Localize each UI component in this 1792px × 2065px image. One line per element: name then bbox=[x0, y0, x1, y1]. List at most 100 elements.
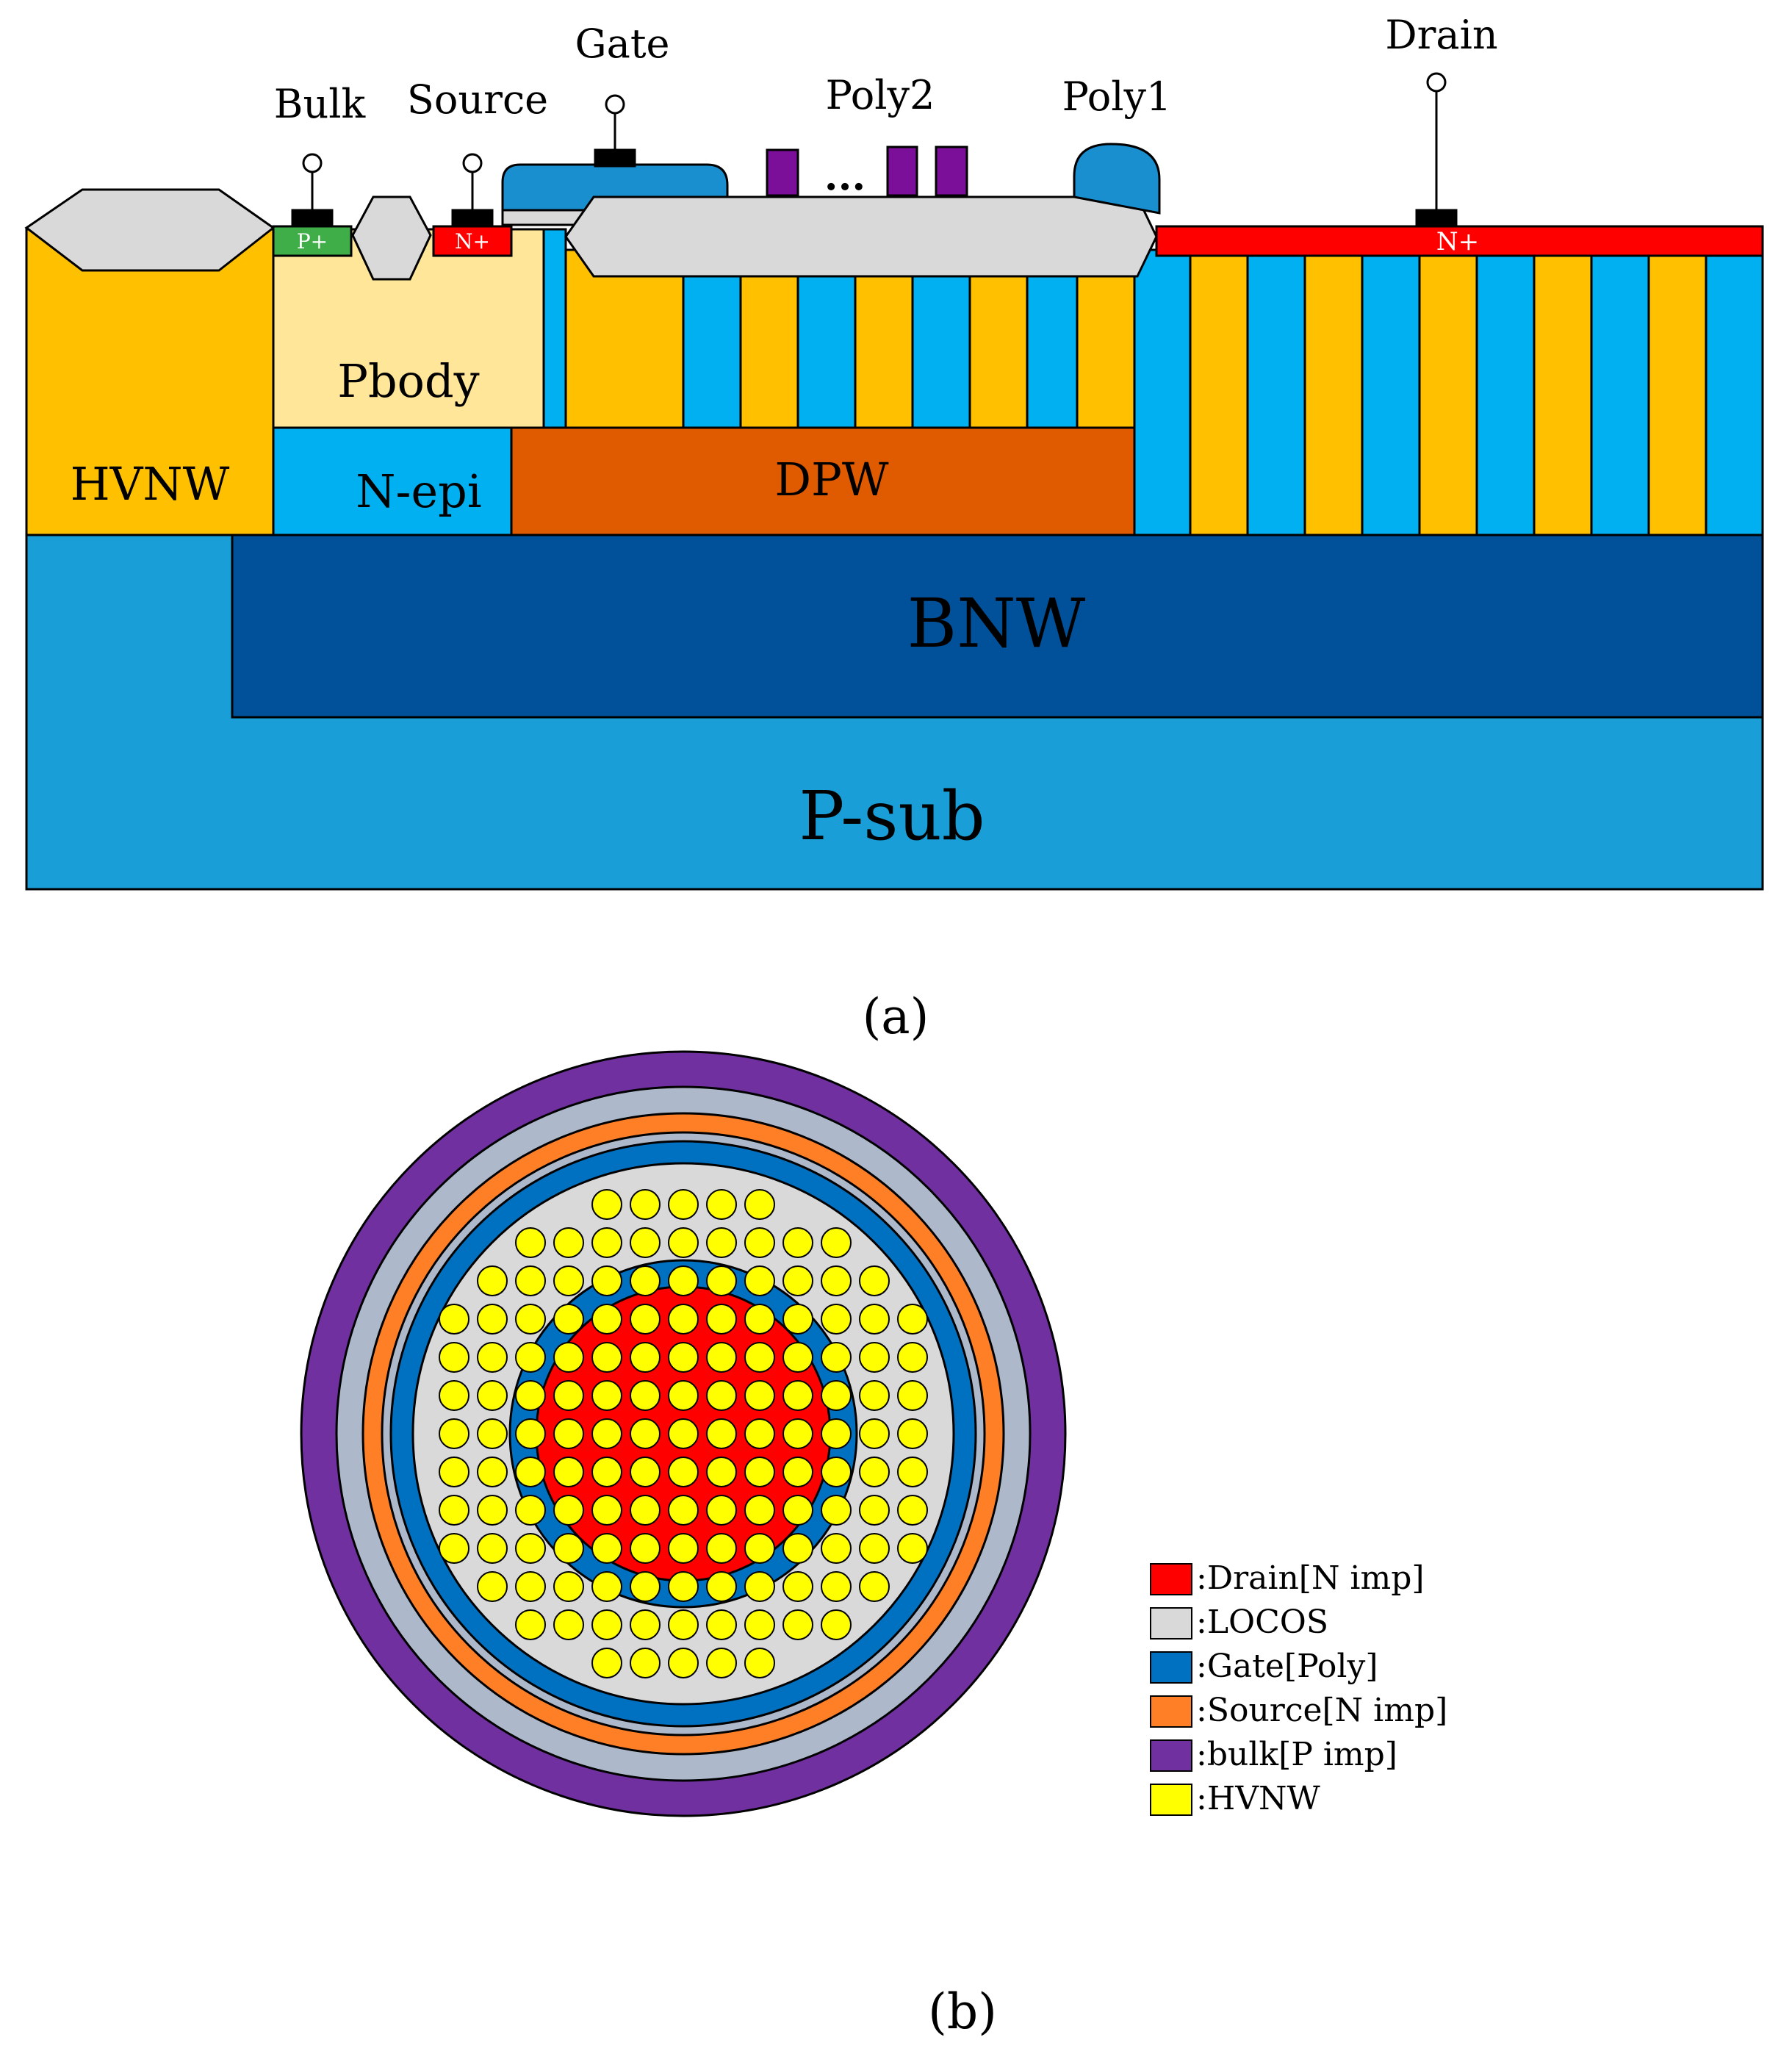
hvnw-pillar-dot bbox=[591, 1304, 622, 1335]
hvnw-pillar-dot bbox=[515, 1342, 546, 1373]
hvnw-label: HVNW bbox=[71, 457, 230, 511]
hvnw-pillar-dot bbox=[591, 1265, 622, 1296]
hvnw-pillar-dot bbox=[439, 1533, 469, 1564]
hvnw-pillar-dot bbox=[591, 1418, 622, 1449]
hvnw-pillar-dot bbox=[668, 1304, 699, 1335]
source-terminal-pin bbox=[462, 153, 483, 173]
poly2-bar bbox=[935, 146, 968, 197]
poly1-label: Poly1 bbox=[1062, 73, 1172, 120]
legend-label: :HVNW bbox=[1196, 1780, 1320, 1817]
hvnw-pillar-dot bbox=[706, 1495, 737, 1526]
hvnw-pillar-dot bbox=[744, 1189, 775, 1220]
hvnw-pillar-dot bbox=[897, 1533, 928, 1564]
hvnw-pillar-dot bbox=[706, 1342, 737, 1373]
hvnw-pillar-dot bbox=[591, 1227, 622, 1258]
hvnw-pillar-dot bbox=[897, 1304, 928, 1335]
bulk-terminal-pin bbox=[302, 153, 323, 173]
hvnw-pillar-dot bbox=[630, 1189, 661, 1220]
hvnw-pillar-dot bbox=[744, 1495, 775, 1526]
caption-b: (b) bbox=[928, 1983, 997, 2040]
hvnw-pillar-dot bbox=[515, 1571, 546, 1602]
hvnw-pillar-dot bbox=[630, 1265, 661, 1296]
hvnw-pillar-dot bbox=[821, 1304, 852, 1335]
hvnw-pillar-dot bbox=[782, 1380, 813, 1411]
hvnw-pillar-dot bbox=[630, 1648, 661, 1678]
poly1-field-plate bbox=[1073, 143, 1161, 215]
hvnw-pillar-dot bbox=[668, 1609, 699, 1640]
drain-contact bbox=[1415, 209, 1458, 228]
drain-n-plus bbox=[1155, 225, 1764, 257]
hvnw-pillar-dot bbox=[706, 1380, 737, 1411]
hvnw-pillar-dot bbox=[630, 1380, 661, 1411]
hvnw-pillar-dot bbox=[744, 1418, 775, 1449]
pillar-p bbox=[1533, 248, 1593, 536]
hvnw-pillar-dot bbox=[706, 1533, 737, 1564]
legend-swatch bbox=[1150, 1739, 1192, 1772]
hvnw-pillar-dot bbox=[706, 1189, 737, 1220]
hvnw-pillar-dot bbox=[668, 1571, 699, 1602]
cross-section-labels: Bulk Source Gate Poly2 Poly1 Drain ... P… bbox=[71, 12, 1498, 1045]
hvnw-pillar-dot bbox=[897, 1380, 928, 1411]
hvnw-pillar-dot bbox=[591, 1189, 622, 1220]
hvnw-pillar-dot bbox=[668, 1457, 699, 1487]
source-label: Source bbox=[407, 76, 548, 123]
hvnw-pillar-dot bbox=[668, 1418, 699, 1449]
legend-swatch bbox=[1150, 1695, 1192, 1728]
hvnw-pillar-dot bbox=[821, 1457, 852, 1487]
hvnw-pillar-dot bbox=[821, 1533, 852, 1564]
hvnw-pillar-dot bbox=[744, 1227, 775, 1258]
poly2-bar bbox=[886, 146, 918, 197]
hvnw-pillar-dot bbox=[515, 1304, 546, 1335]
hvnw-pillar-dot bbox=[744, 1648, 775, 1678]
hvnw-pillar-dot bbox=[515, 1380, 546, 1411]
hvnw-pillar-dot bbox=[821, 1342, 852, 1373]
hvnw-pillar-dot bbox=[515, 1418, 546, 1449]
hvnw-pillar-dot bbox=[706, 1648, 737, 1678]
legend-swatch bbox=[1150, 1563, 1192, 1595]
pillar-p bbox=[1647, 248, 1708, 536]
hvnw-pillar-dot bbox=[821, 1571, 852, 1602]
drain-label: Drain bbox=[1385, 12, 1497, 58]
bnw-region bbox=[231, 534, 1764, 719]
hvnw-pillar-dot bbox=[553, 1418, 584, 1449]
hvnw-pillar-dot bbox=[553, 1304, 584, 1335]
hvnw-pillar-dot bbox=[821, 1495, 852, 1526]
hvnw-pillar-dot bbox=[744, 1533, 775, 1564]
hvnw-pillar-dot bbox=[439, 1342, 469, 1373]
hvnw-pillar-dot bbox=[782, 1304, 813, 1335]
hvnw-pillar-dot bbox=[897, 1342, 928, 1373]
n-plus-source-implant bbox=[432, 225, 513, 257]
nepi-strip bbox=[542, 228, 567, 429]
hvnw-pillar-dot bbox=[477, 1265, 508, 1296]
hvnw-pillar-dot bbox=[477, 1418, 508, 1449]
hvnw-pillar-dot bbox=[668, 1533, 699, 1564]
hvnw-pillar-dot bbox=[553, 1380, 584, 1411]
hvnw-pillar-dot bbox=[630, 1533, 661, 1564]
legend-label: :Drain[N imp] bbox=[1196, 1559, 1425, 1597]
pillar-n bbox=[1133, 248, 1192, 536]
legend-label: :Source[N imp] bbox=[1196, 1692, 1447, 1729]
hvnw-pillar-dot bbox=[630, 1342, 661, 1373]
hvnw-pillar-dot bbox=[668, 1265, 699, 1296]
cross-section-diagram bbox=[24, 72, 1764, 891]
hvnw-pillar-dot bbox=[821, 1609, 852, 1640]
hvnw-pillar-dot bbox=[630, 1304, 661, 1335]
top-view-diagram bbox=[300, 1050, 1067, 1817]
hvnw-pillar-dot bbox=[591, 1533, 622, 1564]
hvnw-pillar-dot bbox=[782, 1227, 813, 1258]
pillar-n bbox=[1590, 248, 1650, 536]
hvnw-pillar-dot bbox=[591, 1495, 622, 1526]
dpw-label: DPW bbox=[774, 453, 888, 506]
hvnw-pillar-dot bbox=[782, 1533, 813, 1564]
hvnw-pillar-dot bbox=[439, 1380, 469, 1411]
hvnw-pillar-dot bbox=[744, 1457, 775, 1487]
hvnw-pillar-dot bbox=[782, 1609, 813, 1640]
hvnw-pillar-dot bbox=[515, 1265, 546, 1296]
hvnw-pillar-dot bbox=[515, 1227, 546, 1258]
hvnw-pillar-dot bbox=[515, 1533, 546, 1564]
pillar-p bbox=[564, 248, 685, 429]
poly2-label: Poly2 bbox=[826, 72, 935, 118]
hvnw-pillar-dot bbox=[706, 1457, 737, 1487]
poly2-ellipsis: ... bbox=[824, 152, 866, 199]
